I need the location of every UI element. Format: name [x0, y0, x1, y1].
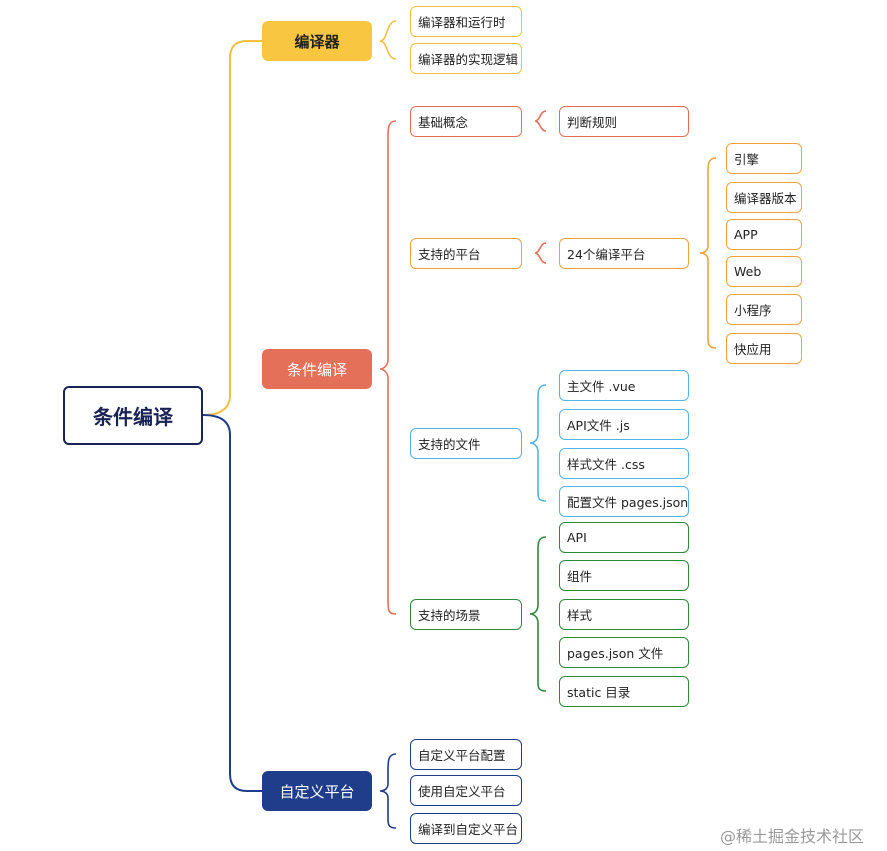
file-item-3[interactable]: 配置文件 pages.json — [559, 486, 689, 517]
watermark: @稀土掘金技术社区 — [720, 827, 865, 846]
node-supported-platforms[interactable]: 支持的平台 — [410, 238, 522, 269]
platform-item-5[interactable]: 快应用 — [726, 333, 802, 364]
scene-item-2[interactable]: 样式 — [559, 599, 689, 630]
scene-item-4[interactable]: static 目录 — [559, 676, 689, 707]
scene-item-1[interactable]: 组件 — [559, 560, 689, 591]
platform-item-1[interactable]: 编译器版本 — [726, 182, 802, 213]
custom-child-0[interactable]: 自定义平台配置 — [410, 739, 522, 770]
platform-item-2[interactable]: APP — [726, 219, 802, 250]
compiler-child-0[interactable]: 编译器和运行时 — [410, 6, 522, 37]
node-basic-concepts[interactable]: 基础概念 — [410, 106, 522, 137]
branch-conditional[interactable]: 条件编译 — [262, 349, 372, 389]
scene-item-0[interactable]: API — [559, 522, 689, 553]
branch-compiler[interactable]: 编译器 — [262, 21, 372, 61]
platform-item-0[interactable]: 引擎 — [726, 143, 802, 174]
custom-child-1[interactable]: 使用自定义平台 — [410, 775, 522, 806]
node-24-platforms[interactable]: 24个编译平台 — [559, 238, 689, 269]
root-node[interactable]: 条件编译 — [63, 386, 203, 445]
compiler-child-1[interactable]: 编译器的实现逻辑 — [410, 43, 522, 74]
node-judgement-rules[interactable]: 判断规则 — [559, 106, 689, 137]
file-item-2[interactable]: 样式文件 .css — [559, 448, 689, 479]
file-item-1[interactable]: API文件 .js — [559, 409, 689, 440]
scene-item-3[interactable]: pages.json 文件 — [559, 637, 689, 668]
platform-item-3[interactable]: Web — [726, 256, 802, 287]
node-supported-files[interactable]: 支持的文件 — [410, 428, 522, 459]
branch-custom-platform[interactable]: 自定义平台 — [262, 771, 372, 811]
node-supported-scenes[interactable]: 支持的场景 — [410, 599, 522, 630]
custom-child-2[interactable]: 编译到自定义平台 — [410, 813, 522, 844]
platform-item-4[interactable]: 小程序 — [726, 294, 802, 325]
file-item-0[interactable]: 主文件 .vue — [559, 370, 689, 401]
